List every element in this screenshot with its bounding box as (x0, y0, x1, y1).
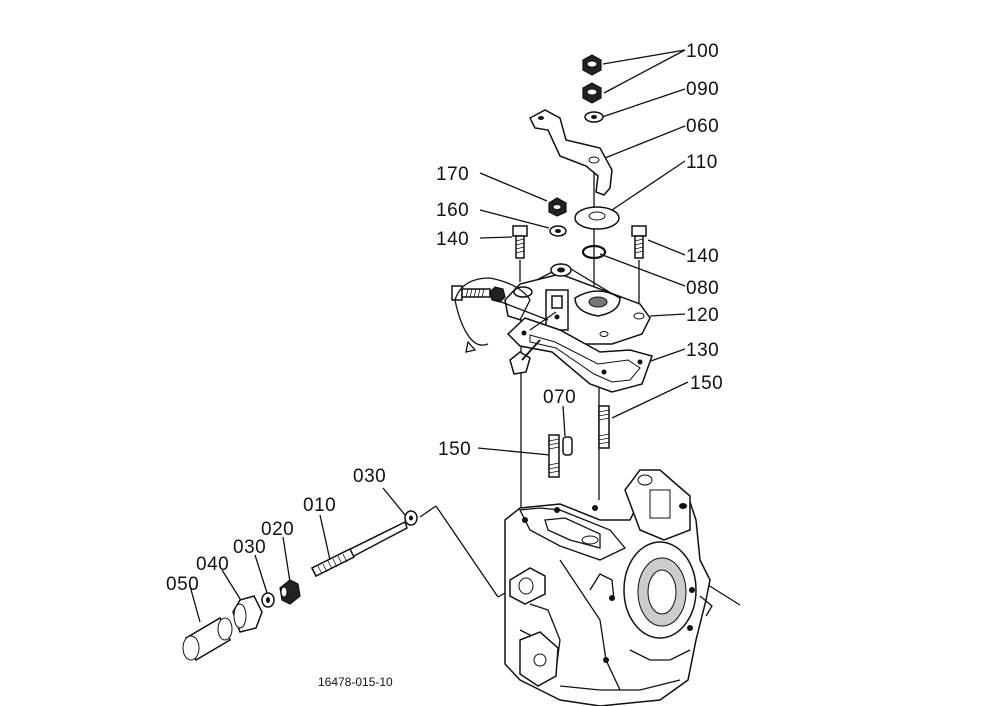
label-100: 100 (686, 41, 719, 62)
nut-170 (548, 197, 567, 217)
side-nut-upper (489, 286, 506, 303)
label-030-lower: 030 (233, 537, 266, 558)
o-ring-080 (581, 244, 607, 260)
cap-nut-040 (232, 595, 263, 633)
label-080: 080 (686, 278, 719, 299)
label-160: 160 (436, 200, 469, 221)
stud-150-right (598, 405, 610, 449)
label-040: 040 (196, 554, 229, 575)
label-090: 090 (686, 79, 719, 100)
label-120: 120 (686, 305, 719, 326)
part-labels: 100 090 060 110 170 160 140 140 080 120 … (166, 41, 723, 689)
label-020: 020 (261, 519, 294, 540)
label-070: 070 (543, 387, 576, 408)
label-170: 170 (436, 164, 469, 185)
label-140-left: 140 (436, 229, 469, 250)
washer-090 (584, 111, 604, 123)
hex-nut-upper (582, 54, 602, 76)
wire-loop (454, 277, 557, 353)
washer-030-upper (404, 510, 418, 526)
adjust-bolt-010 (310, 520, 408, 578)
gasket-130 (506, 317, 653, 393)
bolt-140-right (631, 225, 647, 259)
washer-030-lower (261, 592, 275, 608)
washer-160 (549, 225, 567, 237)
thrust-washer-110 (574, 206, 620, 230)
label-110: 110 (686, 152, 718, 173)
drawing-number: 16478-015-10 (318, 675, 393, 689)
label-030-upper: 030 (353, 466, 386, 487)
label-140-right: 140 (686, 246, 719, 267)
lock-nut-020 (279, 579, 301, 605)
label-010: 010 (303, 495, 336, 516)
label-050: 050 (166, 574, 199, 595)
bolt-140-left (512, 225, 528, 259)
engine-housing (504, 469, 713, 706)
label-150-left: 150 (438, 439, 471, 460)
label-150-right: 150 (690, 373, 723, 394)
hex-nut-lower (582, 82, 602, 104)
leader-lines (189, 49, 741, 623)
label-060: 060 (686, 116, 719, 137)
dowel-pin-070 (562, 436, 573, 456)
label-130: 130 (686, 340, 719, 361)
cap-050 (182, 616, 233, 662)
stud-150-left (548, 434, 560, 478)
side-bolt-lower (509, 339, 541, 375)
lever-arm-060 (529, 109, 613, 196)
